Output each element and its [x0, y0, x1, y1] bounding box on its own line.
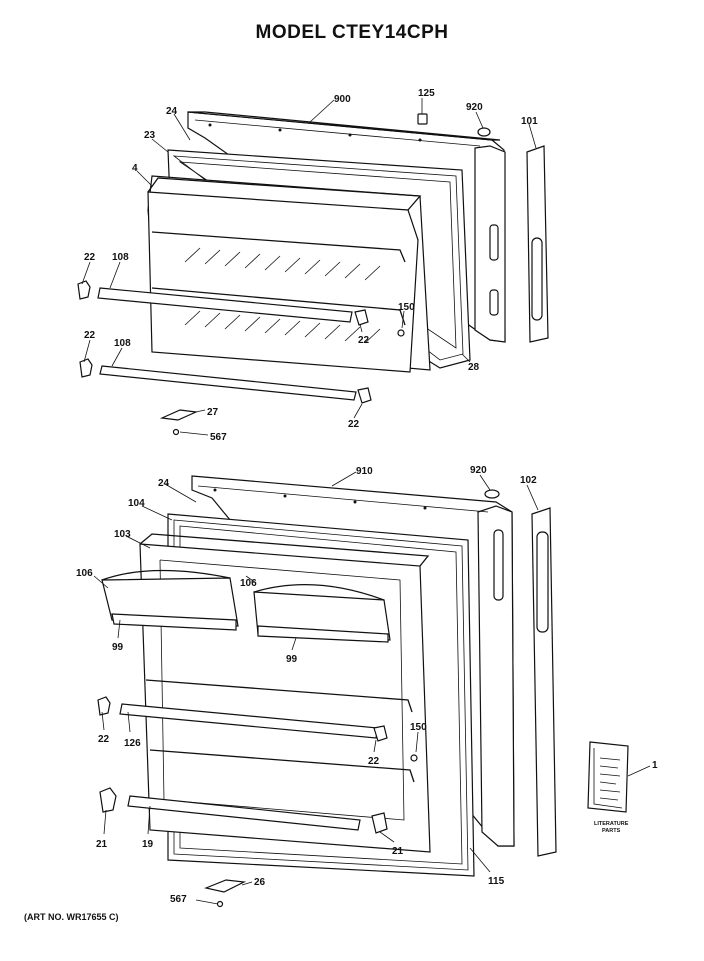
callout-21-right: 21 — [392, 846, 404, 857]
door-stop-125 — [417, 113, 428, 125]
fresh-food-door-assembly — [97, 475, 629, 908]
callout-150-lower: 150 — [410, 722, 427, 733]
callout-24-lower: 24 — [158, 478, 170, 489]
callout-115: 115 — [488, 876, 505, 887]
callout-26: 26 — [254, 877, 266, 888]
freezer-door-handle — [526, 145, 549, 343]
callout-22-a: 22 — [84, 252, 96, 263]
freezer-shelf-bar-lower — [99, 365, 357, 401]
shelf-bracket-right-upper — [354, 309, 369, 326]
callout-23: 23 — [144, 130, 156, 141]
callout-1: 1 — [652, 760, 658, 771]
callout-920-upper: 920 — [466, 102, 483, 113]
callout-104: 104 — [128, 498, 145, 509]
callout-24-upper: 24 — [166, 106, 178, 117]
callout-19: 19 — [142, 839, 154, 850]
screw-567-upper — [172, 428, 180, 436]
callout-150-upper: 150 — [398, 302, 415, 313]
callout-108-a: 108 — [112, 252, 129, 263]
callout-101: 101 — [521, 116, 538, 127]
callout-22-e: 22 — [98, 734, 110, 745]
fresh-food-door-handle — [531, 507, 557, 857]
shelf-bracket-left-lower — [79, 358, 93, 378]
callout-27: 27 — [207, 407, 219, 418]
screw-150-lower — [410, 754, 418, 762]
literature-parts-booklet — [587, 741, 629, 813]
page-title: MODEL CTEY14CPH — [255, 22, 449, 43]
leader-lines — [81, 98, 651, 905]
literature-label-line1: LITERATURE — [594, 821, 629, 827]
callout-103: 103 — [114, 529, 131, 540]
callout-108-b: 108 — [114, 338, 131, 349]
hinge-cover-27 — [159, 409, 199, 421]
callout-106-right: 106 — [240, 578, 257, 589]
callout-22-d: 22 — [348, 419, 360, 430]
callout-28: 28 — [468, 362, 480, 373]
callout-567-lower: 567 — [170, 894, 187, 905]
plug-920 — [477, 127, 491, 137]
callout-22-f: 22 — [368, 756, 380, 767]
shelf-bracket-left-bottom — [99, 787, 117, 813]
callout-900: 900 — [334, 94, 351, 105]
callout-99-right: 99 — [286, 654, 298, 665]
callout-126: 126 — [124, 738, 141, 749]
callout-21-left: 21 — [96, 839, 108, 850]
callout-106-left: 106 — [76, 568, 93, 579]
freezer-shelf-bar-upper — [97, 287, 353, 323]
door-shelf-bar-bottom — [127, 795, 361, 831]
callout-102: 102 — [520, 475, 537, 486]
literature-label-line2: PARTS — [602, 828, 621, 834]
callout-labels: 900 125 920 101 24 23 4 22 108 150 22 22… — [76, 88, 658, 905]
callout-4: 4 — [132, 163, 138, 174]
screw-150 — [397, 329, 405, 337]
freezer-door-assembly — [77, 111, 549, 436]
shelf-bracket-right-middle — [373, 725, 388, 742]
callout-567-upper: 567 — [210, 432, 227, 443]
shelf-bracket-right-bottom — [371, 812, 388, 834]
freezer-door-liner — [147, 175, 431, 373]
callout-22-b: 22 — [358, 335, 370, 346]
callout-99-left: 99 — [112, 642, 124, 653]
callout-22-c: 22 — [84, 330, 96, 341]
shelf-bracket-left-upper — [77, 280, 91, 300]
callout-125: 125 — [418, 88, 435, 99]
plug-920-lower — [484, 489, 500, 499]
art-number: (ART NO. WR17655 C) — [24, 912, 119, 922]
shelf-bracket-left-middle — [97, 696, 111, 716]
shelf-bracket-right-lower — [357, 387, 372, 404]
callout-920-lower: 920 — [470, 465, 487, 476]
dairy-door-left — [101, 569, 239, 631]
door-shelf-bar-middle — [119, 703, 379, 739]
dairy-door-right — [253, 583, 391, 643]
hinge-cover-26 — [203, 879, 247, 893]
callout-910: 910 — [356, 466, 373, 477]
screw-567-lower — [216, 900, 224, 908]
